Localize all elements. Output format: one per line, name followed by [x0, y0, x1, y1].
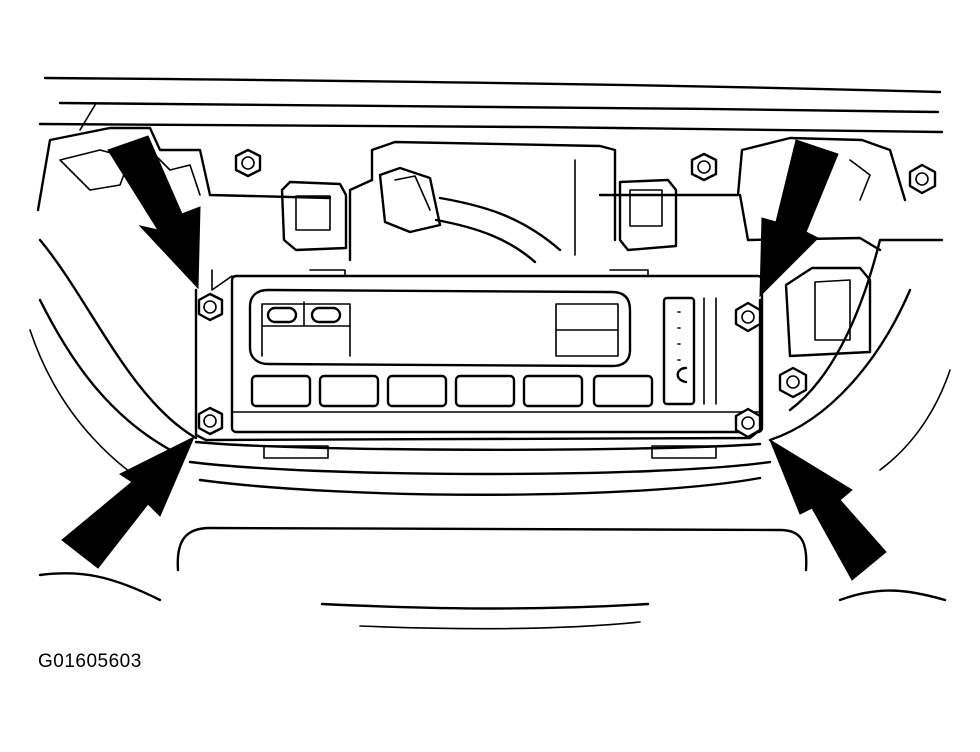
dash-top-trim [38, 76, 944, 134]
hex-bolt-upper-left [234, 148, 262, 178]
hex-nut-upper-right [734, 301, 762, 333]
hex-bolt-right-lower [778, 366, 808, 399]
climate-control-module [194, 269, 764, 442]
right-side-connector [784, 266, 872, 358]
left-upper-bracket [36, 104, 332, 212]
hex-bolt-upper-center-right [690, 152, 718, 182]
upper-mount-blocks [280, 178, 678, 252]
right-upper-bracket [598, 136, 907, 252]
button-row [250, 374, 654, 408]
arrow-icon-lower-left [61, 435, 196, 569]
lower-bezel [188, 440, 772, 496]
figure-identifier: G01605603 [38, 651, 142, 672]
hex-nut-lower-left [197, 406, 224, 436]
hex-bolt-far-right [908, 163, 937, 195]
arrow-icon-upper-right [759, 139, 839, 298]
arrow-icon-lower-right [768, 438, 887, 581]
hex-nut-upper-left [197, 292, 224, 322]
arrow-icon-upper-left [107, 135, 201, 290]
hex-nut-lower-right [734, 407, 762, 439]
center-harness [348, 140, 617, 264]
lower-storage-bin [38, 526, 947, 630]
